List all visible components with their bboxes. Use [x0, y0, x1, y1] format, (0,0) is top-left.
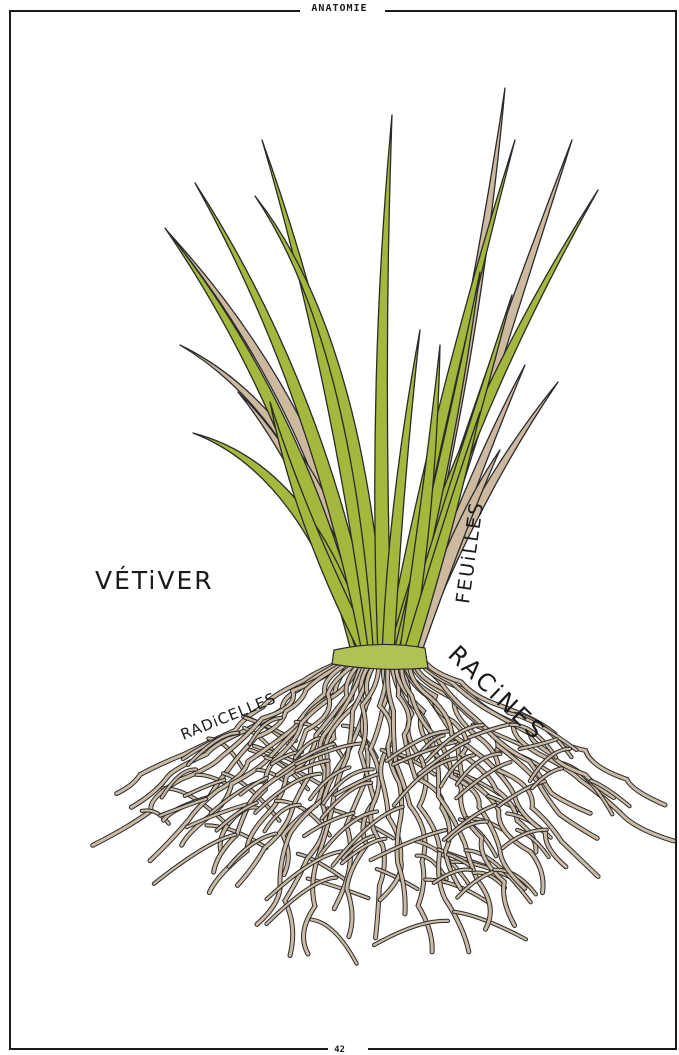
leaves-group — [165, 88, 598, 660]
plant-name-label: VÉTiVER — [95, 566, 214, 595]
page-number: 42 — [0, 1045, 679, 1055]
plant-crown — [332, 644, 428, 669]
roots-group — [93, 662, 674, 964]
root-strand-outline — [374, 921, 448, 945]
crown-base — [332, 644, 428, 669]
